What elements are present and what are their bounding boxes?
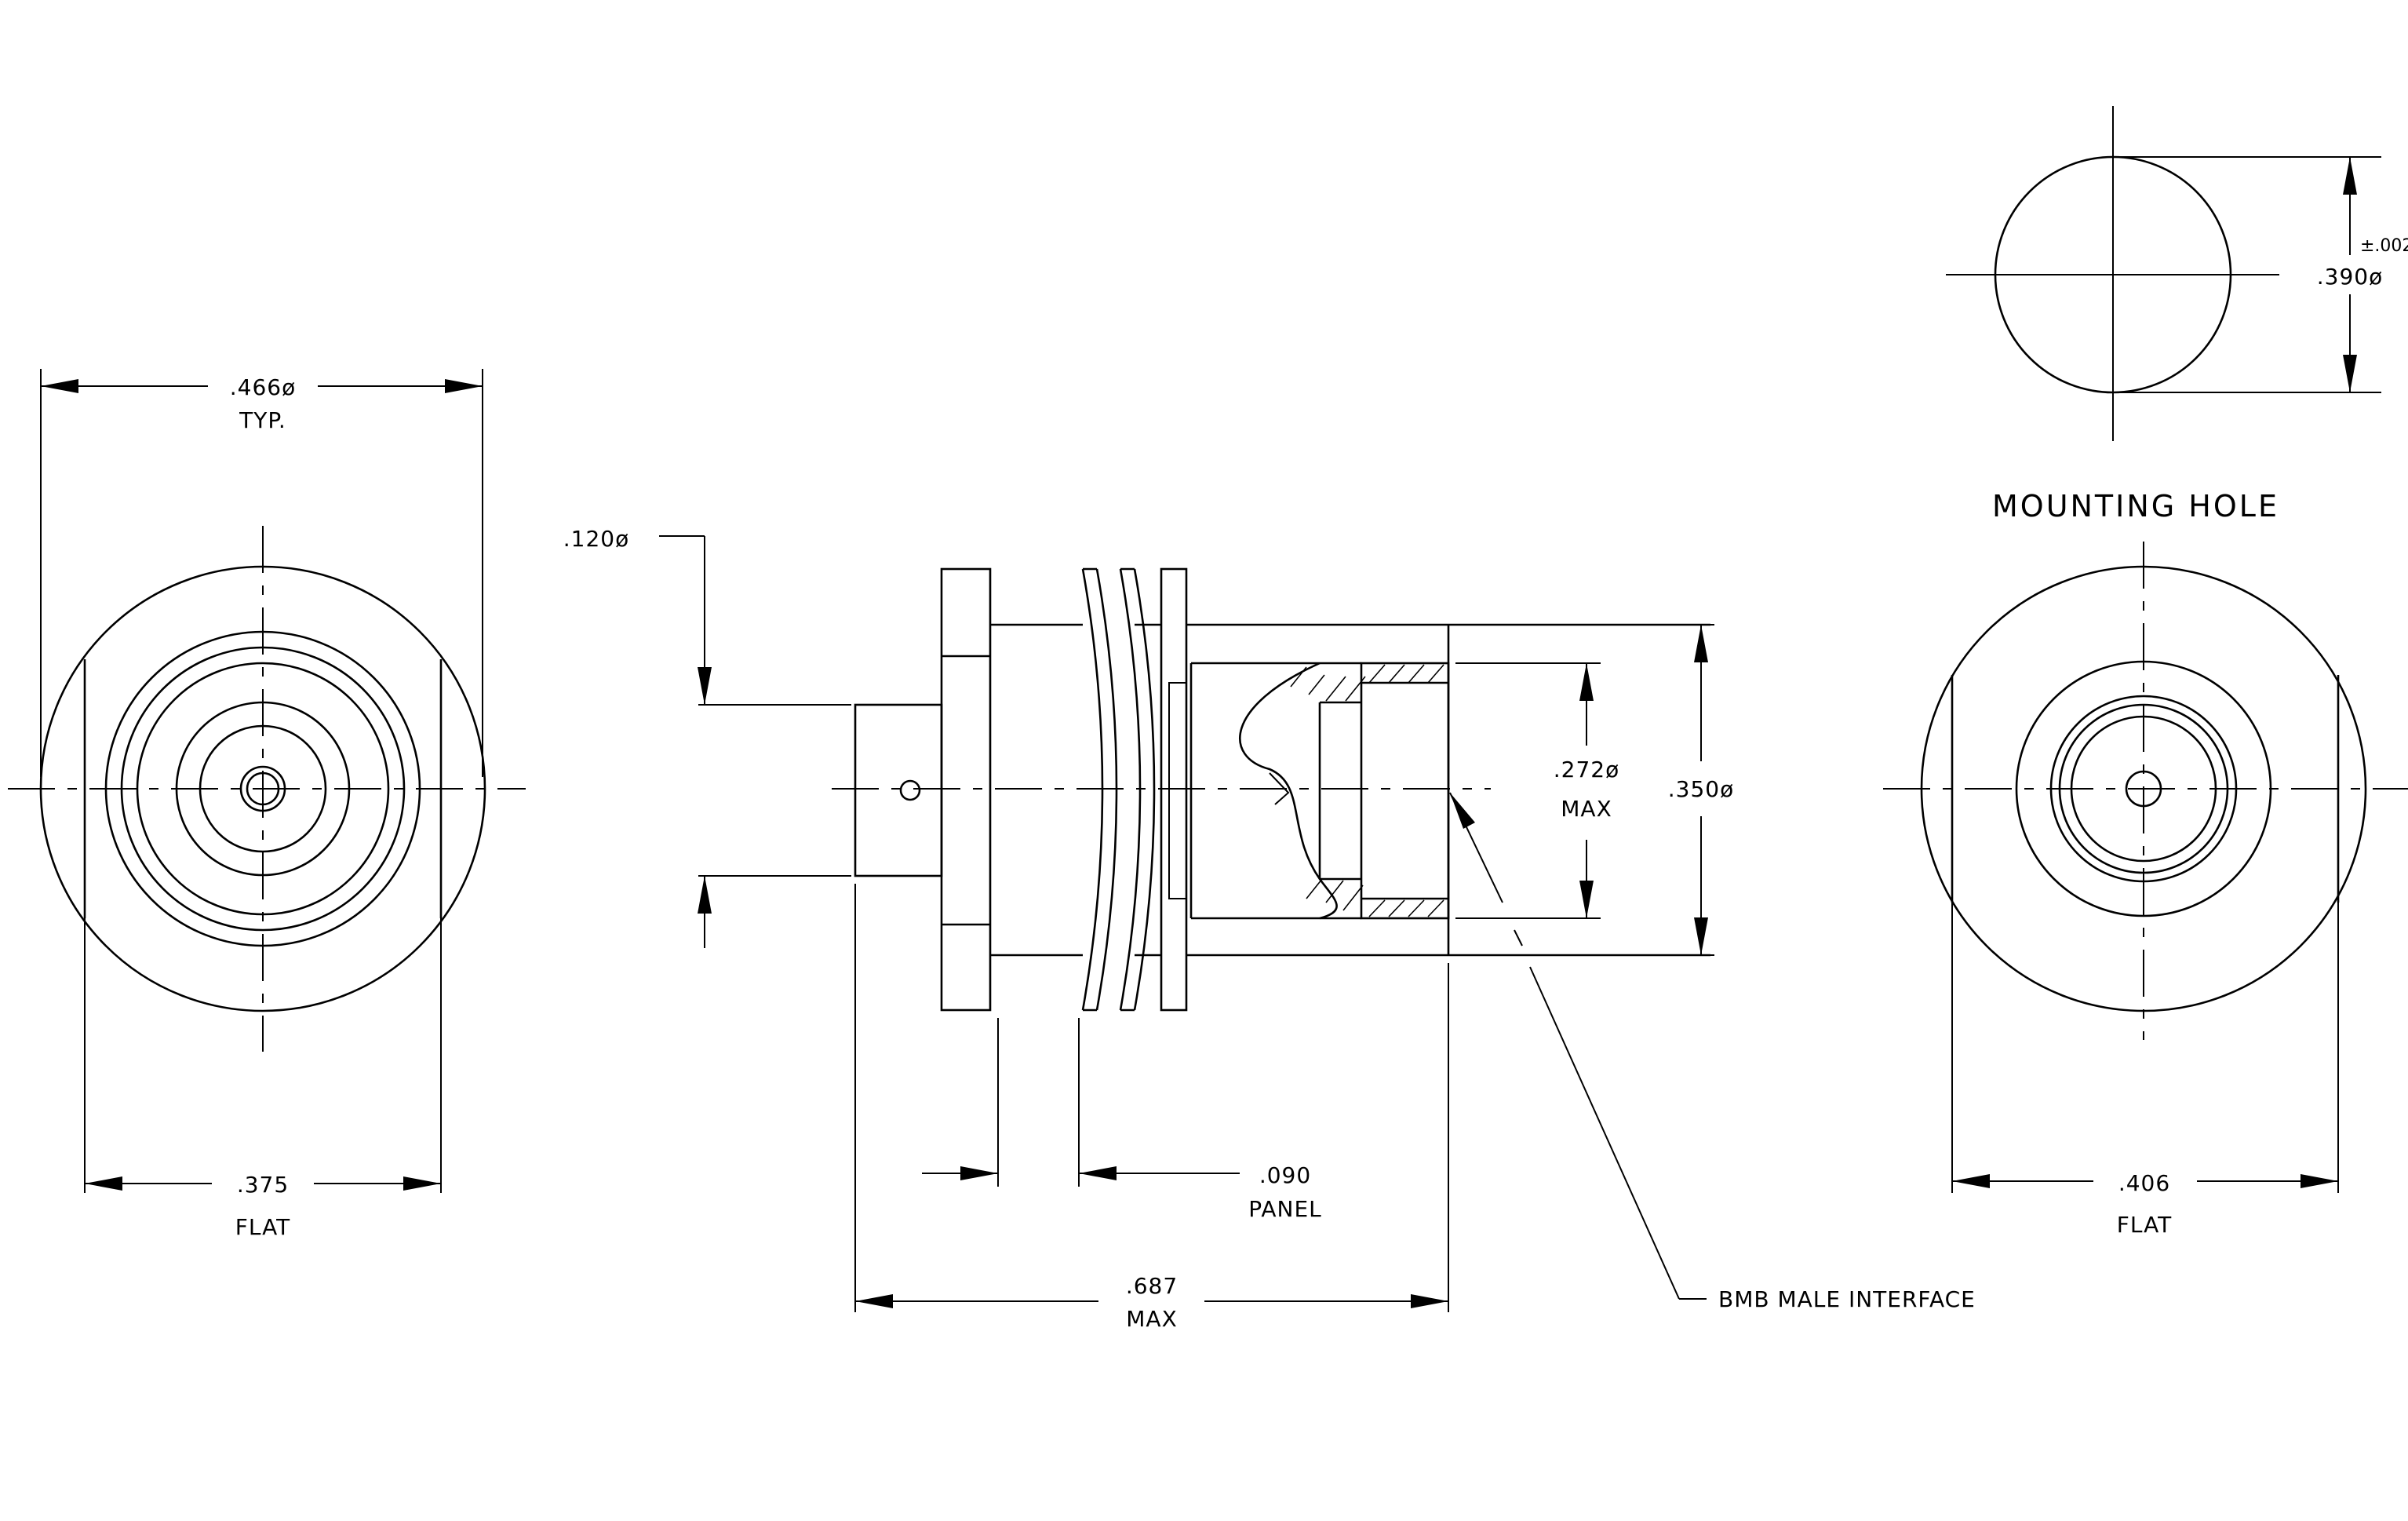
dim-390-text: .390ø xyxy=(2317,264,2383,290)
mounting-hole-title: MOUNTING HOLE xyxy=(1992,489,2279,523)
dim-350-text: .350ø xyxy=(1668,776,1734,802)
dim-466-text: .466ø xyxy=(230,374,296,400)
dim-272-text: .272ø xyxy=(1554,757,1619,782)
side-view: .120ø xyxy=(563,526,1976,1332)
dim-687-text: .687 xyxy=(1126,1273,1178,1299)
dim-120-text: .120ø xyxy=(563,526,629,552)
hatch-bottom xyxy=(1306,878,1444,917)
bmb-interface-text: BMB MALE INTERFACE xyxy=(1718,1286,1976,1312)
panel-text: PANEL xyxy=(1248,1196,1321,1222)
typ-text: TYP. xyxy=(239,407,286,433)
tolerance-text: ±.002 xyxy=(2360,236,2408,256)
max-272-text: MAX xyxy=(1561,796,1612,822)
left-end-view: .466ø TYP. .375 FLAT xyxy=(8,369,526,1240)
mounting-hole-view: ±.002 .390ø MOUNTING HOLE xyxy=(1946,106,2408,523)
hatch-top xyxy=(1290,664,1444,702)
flat-375-text: FLAT xyxy=(235,1214,290,1240)
flat-406-text: FLAT xyxy=(2117,1212,2172,1238)
dim-406-text: .406 xyxy=(2118,1170,2170,1196)
dim-090-text: .090 xyxy=(1259,1162,1311,1188)
right-end-view: .406 FLAT xyxy=(1883,542,2408,1238)
max-687-text: MAX xyxy=(1126,1306,1178,1332)
dim-375-text: .375 xyxy=(237,1172,289,1198)
